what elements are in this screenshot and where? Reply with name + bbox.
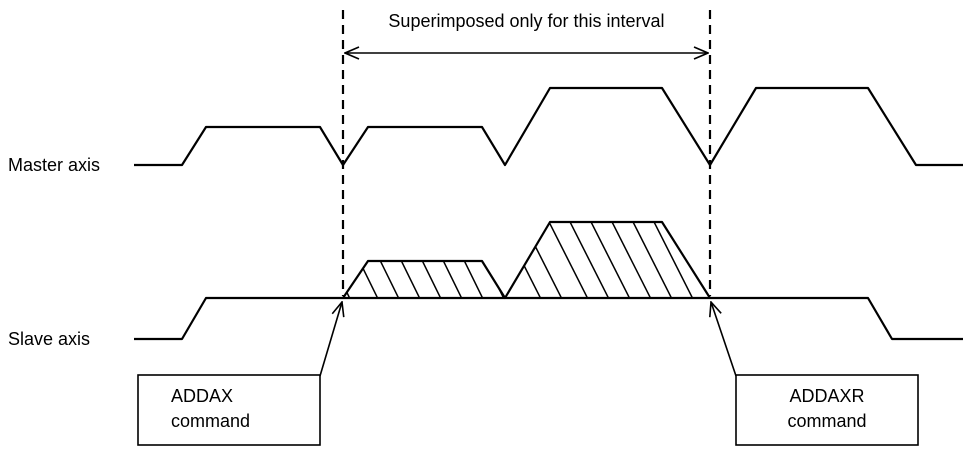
master-axis-label: Master axis xyxy=(8,155,100,175)
superimposed-outline xyxy=(342,220,711,300)
addax-command-label-line2: command xyxy=(171,411,250,431)
addaxr-pointer-arrow xyxy=(711,302,737,377)
addaxr-command-label-line2: command xyxy=(787,411,866,431)
superimposed-hatch xyxy=(343,222,710,298)
slave-axis-label: Slave axis xyxy=(8,329,90,349)
addax-pointer-arrow xyxy=(319,302,342,377)
addax-command-label-line1: ADDAX xyxy=(171,386,233,406)
addaxr-command-box xyxy=(735,374,919,446)
master-axis-waveform xyxy=(134,86,963,167)
addaxr-command-label-line1: ADDAXR xyxy=(789,386,864,406)
slave-axis-waveform xyxy=(134,296,963,341)
addax-command-box xyxy=(137,374,321,446)
interval-label: Superimposed only for this interval xyxy=(388,11,664,31)
